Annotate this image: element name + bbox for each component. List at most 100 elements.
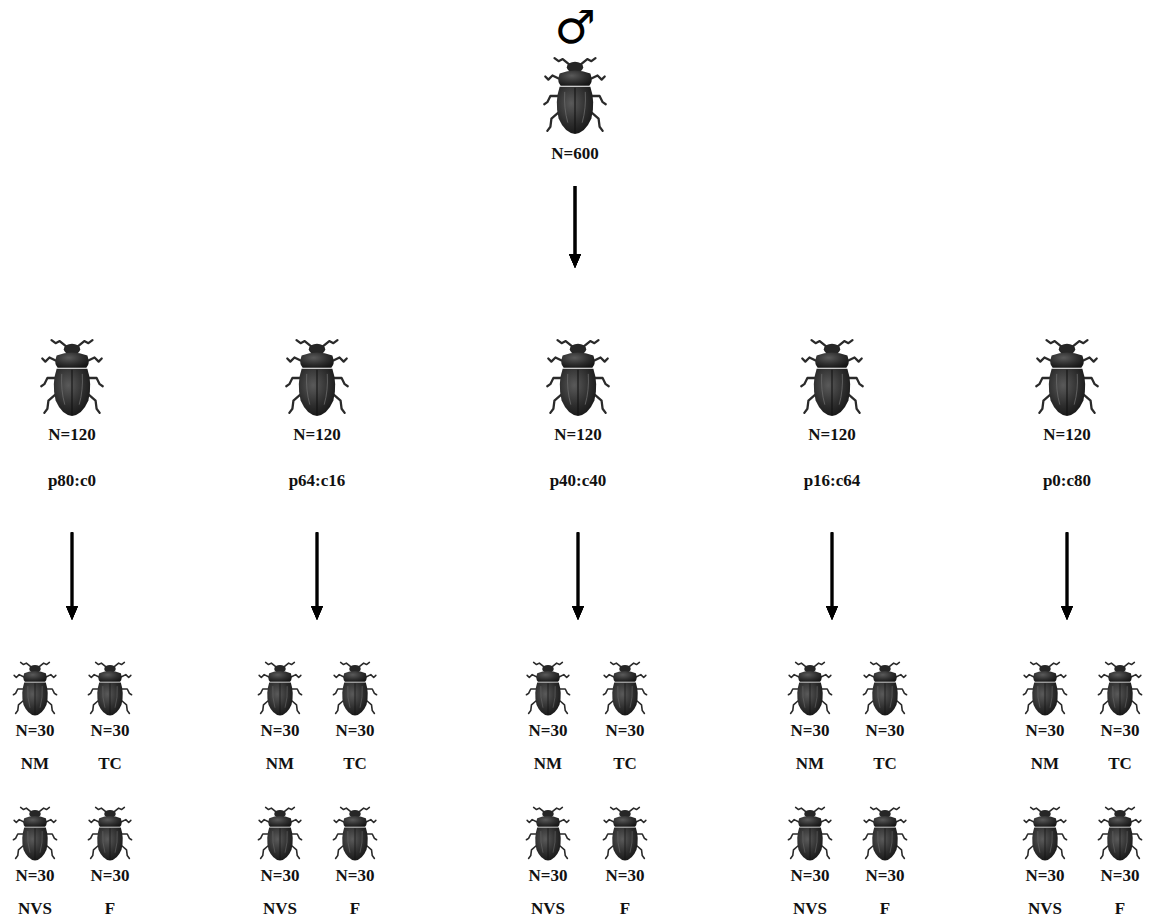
flow-arrow bbox=[1061, 532, 1073, 620]
group-label: NVS bbox=[793, 900, 827, 919]
flow-arrow bbox=[826, 532, 838, 620]
group-label: TC bbox=[1108, 755, 1132, 774]
sample-size: N=120 bbox=[554, 426, 601, 445]
sample-size: N=30 bbox=[16, 722, 55, 741]
treatment-group: N=30NVS bbox=[529, 867, 568, 918]
sample-size: N=120 bbox=[808, 426, 855, 445]
group-label: p0:c80 bbox=[1043, 472, 1091, 491]
group-label: F bbox=[620, 900, 630, 919]
treatment-group: N=30F bbox=[606, 867, 645, 918]
flow-arrow bbox=[572, 532, 584, 620]
flow-arrow bbox=[826, 532, 838, 620]
diet-group: N=120 p64:c16 bbox=[289, 426, 346, 490]
flow-arrow bbox=[569, 186, 581, 268]
sample-size: N=30 bbox=[866, 722, 905, 741]
treatment-group: N=30F bbox=[866, 867, 905, 918]
treatment-group: N=30NM bbox=[16, 722, 55, 773]
treatment-group: N=30F bbox=[1101, 867, 1140, 918]
sample-size: N=600 bbox=[551, 145, 598, 164]
sample-size: N=30 bbox=[606, 722, 645, 741]
sample-size: N=30 bbox=[336, 722, 375, 741]
sample-size: N=120 bbox=[1043, 426, 1090, 445]
flow-arrow bbox=[1061, 532, 1073, 620]
group-label: TC bbox=[873, 755, 897, 774]
sample-size: N=120 bbox=[293, 426, 340, 445]
group-label: p80:c0 bbox=[48, 472, 96, 491]
sample-size: N=30 bbox=[261, 867, 300, 886]
treatment-group: N=30NM bbox=[1026, 722, 1065, 773]
population-group: ♂ N=600 bbox=[551, 4, 598, 164]
treatment-group: N=30TC bbox=[336, 722, 375, 773]
group-label: p16:c64 bbox=[804, 472, 861, 491]
sample-size: N=30 bbox=[791, 722, 830, 741]
sample-size: N=30 bbox=[91, 867, 130, 886]
treatment-group: N=30NVS bbox=[16, 867, 55, 918]
sample-size: N=30 bbox=[529, 867, 568, 886]
group-label: p64:c16 bbox=[289, 472, 346, 491]
flow-arrow bbox=[826, 532, 838, 620]
treatment-group: N=30TC bbox=[866, 722, 905, 773]
sample-size: N=30 bbox=[529, 722, 568, 741]
sample-size: N=30 bbox=[866, 867, 905, 886]
treatment-group: N=30NM bbox=[529, 722, 568, 773]
group-label: NVS bbox=[1028, 900, 1062, 919]
group-label: F bbox=[1115, 900, 1125, 919]
flow-arrow bbox=[311, 532, 323, 620]
group-label: NM bbox=[534, 755, 562, 774]
sample-size: N=30 bbox=[16, 867, 55, 886]
group-label: p40:c40 bbox=[550, 472, 607, 491]
sample-size: N=30 bbox=[1101, 867, 1140, 886]
treatment-group: N=30NVS bbox=[261, 867, 300, 918]
sample-size: N=30 bbox=[791, 867, 830, 886]
group-label: NVS bbox=[18, 900, 52, 919]
flow-arrow bbox=[572, 532, 584, 620]
flow-arrow bbox=[569, 186, 581, 268]
group-label: NM bbox=[21, 755, 49, 774]
treatment-group: N=30TC bbox=[606, 722, 645, 773]
flow-arrow bbox=[311, 532, 323, 620]
flow-arrow bbox=[569, 186, 581, 268]
sample-size: N=120 bbox=[48, 426, 95, 445]
group-label: NVS bbox=[531, 900, 565, 919]
treatment-group: N=30NM bbox=[261, 722, 300, 773]
flow-arrow bbox=[569, 186, 581, 268]
diet-group: N=120 p40:c40 bbox=[550, 426, 607, 490]
group-label: TC bbox=[98, 755, 122, 774]
flow-arrow bbox=[311, 532, 323, 620]
sample-size: N=30 bbox=[1101, 722, 1140, 741]
treatment-group: N=30F bbox=[336, 867, 375, 918]
treatment-group: N=30TC bbox=[1101, 722, 1140, 773]
flow-arrow bbox=[826, 532, 838, 620]
group-label: NVS bbox=[263, 900, 297, 919]
flow-arrow bbox=[66, 532, 78, 620]
flow-arrow bbox=[572, 532, 584, 620]
diet-group: N=120 p0:c80 bbox=[1043, 426, 1091, 490]
group-label: TC bbox=[613, 755, 637, 774]
group-label: F bbox=[350, 900, 360, 919]
group-label: NM bbox=[266, 755, 294, 774]
treatment-group: N=30NVS bbox=[1026, 867, 1065, 918]
flow-arrow bbox=[572, 532, 584, 620]
diet-group: N=120 p16:c64 bbox=[804, 426, 861, 490]
sex-symbol: ♂ bbox=[554, 4, 595, 50]
sample-size: N=30 bbox=[606, 867, 645, 886]
treatment-group: N=30NM bbox=[791, 722, 830, 773]
group-label: NM bbox=[796, 755, 824, 774]
sample-size: N=30 bbox=[336, 867, 375, 886]
sample-size: N=30 bbox=[1026, 867, 1065, 886]
sample-size: N=30 bbox=[261, 722, 300, 741]
flow-arrow bbox=[1061, 532, 1073, 620]
flow-arrow bbox=[66, 532, 78, 620]
treatment-group: N=30NVS bbox=[791, 867, 830, 918]
sample-size: N=30 bbox=[1026, 722, 1065, 741]
flow-arrow bbox=[66, 532, 78, 620]
group-label: NM bbox=[1031, 755, 1059, 774]
treatment-group: N=30F bbox=[91, 867, 130, 918]
flow-arrow bbox=[66, 532, 78, 620]
group-label: TC bbox=[343, 755, 367, 774]
flow-arrow bbox=[1061, 532, 1073, 620]
flow-arrow bbox=[569, 186, 581, 268]
sample-size: N=30 bbox=[91, 722, 130, 741]
